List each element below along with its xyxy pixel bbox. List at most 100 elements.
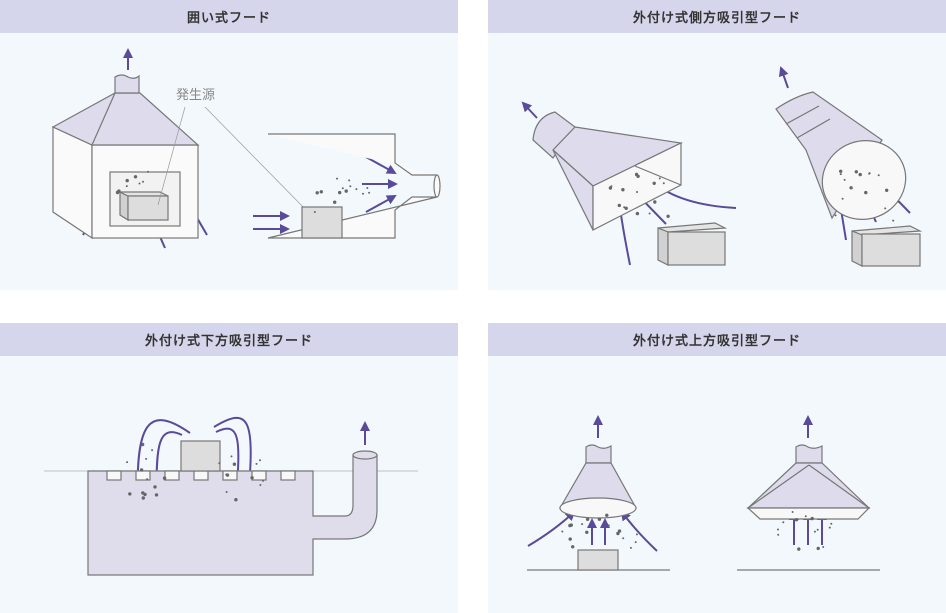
dust-particle — [232, 462, 237, 466]
dust-particle — [125, 178, 129, 183]
airflow-arrow — [365, 195, 397, 213]
dust-particle — [146, 170, 149, 173]
dust-particle — [125, 185, 128, 188]
dust-particle — [828, 526, 831, 529]
dust-particle — [834, 214, 837, 217]
dust-particle — [250, 476, 254, 480]
dust-particle — [830, 522, 833, 525]
downward-suction-hood-illustration — [44, 440, 418, 576]
dust-particle — [140, 442, 145, 447]
dust-particle — [571, 545, 575, 549]
side-suction-hood-illustration — [532, 91, 923, 267]
dust-particle — [142, 180, 144, 183]
dust-particle — [666, 214, 670, 218]
dust-particle — [153, 485, 157, 489]
panel-upward-suction-hood: 外付け式上方吸引型フード — [488, 323, 946, 613]
dust-particle — [822, 546, 825, 548]
dust-particle — [782, 521, 785, 524]
dust-particle — [141, 491, 145, 495]
dust-particle — [133, 175, 138, 179]
dust-particle — [319, 190, 323, 194]
dust-particle — [315, 191, 319, 195]
suction-slot — [135, 470, 151, 481]
suction-slot — [222, 470, 238, 481]
dust-particle — [585, 517, 590, 521]
dust-particle — [366, 187, 369, 189]
dust-particle — [877, 174, 880, 177]
dust-particle — [565, 517, 568, 520]
dust-particle — [568, 537, 572, 541]
dust-particle — [162, 476, 167, 480]
dust-particle — [151, 449, 154, 452]
panel-title: 外付け式側方吸引型フード — [488, 0, 946, 33]
dust-particle — [804, 515, 807, 518]
dust-particle — [854, 170, 858, 174]
dust-particle — [581, 523, 584, 526]
dust-particle — [605, 513, 609, 517]
dust-particle — [349, 185, 352, 188]
dust-particle — [617, 203, 621, 208]
panel-title: 囲い式フード — [0, 0, 458, 33]
suction-slot — [251, 470, 267, 481]
dust-particle — [636, 174, 640, 178]
dust-particle — [777, 533, 780, 536]
dust-particle — [636, 191, 638, 193]
dust-particle — [259, 459, 261, 462]
dust-particle — [146, 478, 149, 481]
dust-particle — [849, 186, 853, 190]
dust-particle — [813, 530, 816, 533]
dust-particle — [662, 182, 665, 185]
emission-source-label: 発生源 — [176, 88, 216, 103]
dust-particle — [255, 462, 258, 465]
dust-particle — [794, 518, 799, 522]
dust-particle — [154, 493, 159, 497]
dust-particle — [141, 496, 145, 500]
suction-slot — [193, 470, 209, 481]
dust-particle — [585, 530, 589, 534]
dust-particle — [230, 455, 233, 458]
dust-particle — [621, 188, 625, 192]
dust-particle — [608, 186, 613, 190]
dust-particle — [561, 530, 564, 533]
airflow-arrow — [778, 66, 789, 89]
dust-particle — [629, 546, 632, 549]
airflow-arrow — [620, 510, 658, 552]
dust-particle — [624, 206, 628, 210]
dust-particle — [868, 172, 871, 175]
dust-particle — [336, 177, 338, 180]
dust-particle — [128, 492, 132, 496]
dust-particle — [597, 517, 602, 521]
dust-particle — [355, 188, 358, 191]
dust-particle — [648, 212, 651, 215]
dust-particle — [259, 484, 262, 486]
dust-particle — [338, 190, 342, 195]
dust-particle — [810, 516, 814, 521]
panel-title: 外付け式上方吸引型フード — [488, 323, 946, 356]
dust-particle — [658, 177, 661, 180]
dust-particle — [839, 173, 842, 176]
suction-slot — [106, 470, 122, 481]
dust-particle — [163, 478, 166, 481]
upward-suction-hood-illustration — [527, 444, 880, 571]
dust-particle — [218, 462, 221, 465]
enclosed-hood-illustration — [51, 74, 441, 240]
dust-particle — [885, 188, 889, 192]
airflow-arrow — [365, 156, 397, 174]
dust-particle — [607, 524, 610, 527]
dust-particle — [313, 211, 316, 213]
dust-particle — [841, 197, 844, 200]
dust-particle — [362, 192, 364, 195]
dust-particle — [635, 211, 640, 216]
dust-particle — [843, 178, 846, 181]
dust-particle — [262, 479, 264, 482]
dust-particle — [791, 511, 794, 513]
dust-particle — [569, 523, 573, 527]
dust-particle — [858, 172, 862, 177]
dust-particle — [816, 528, 819, 531]
dust-particle — [225, 473, 228, 476]
dust-particle — [344, 189, 348, 193]
airflow-arrow — [527, 510, 576, 547]
dust-particle — [225, 491, 228, 493]
dust-particle — [622, 537, 625, 540]
